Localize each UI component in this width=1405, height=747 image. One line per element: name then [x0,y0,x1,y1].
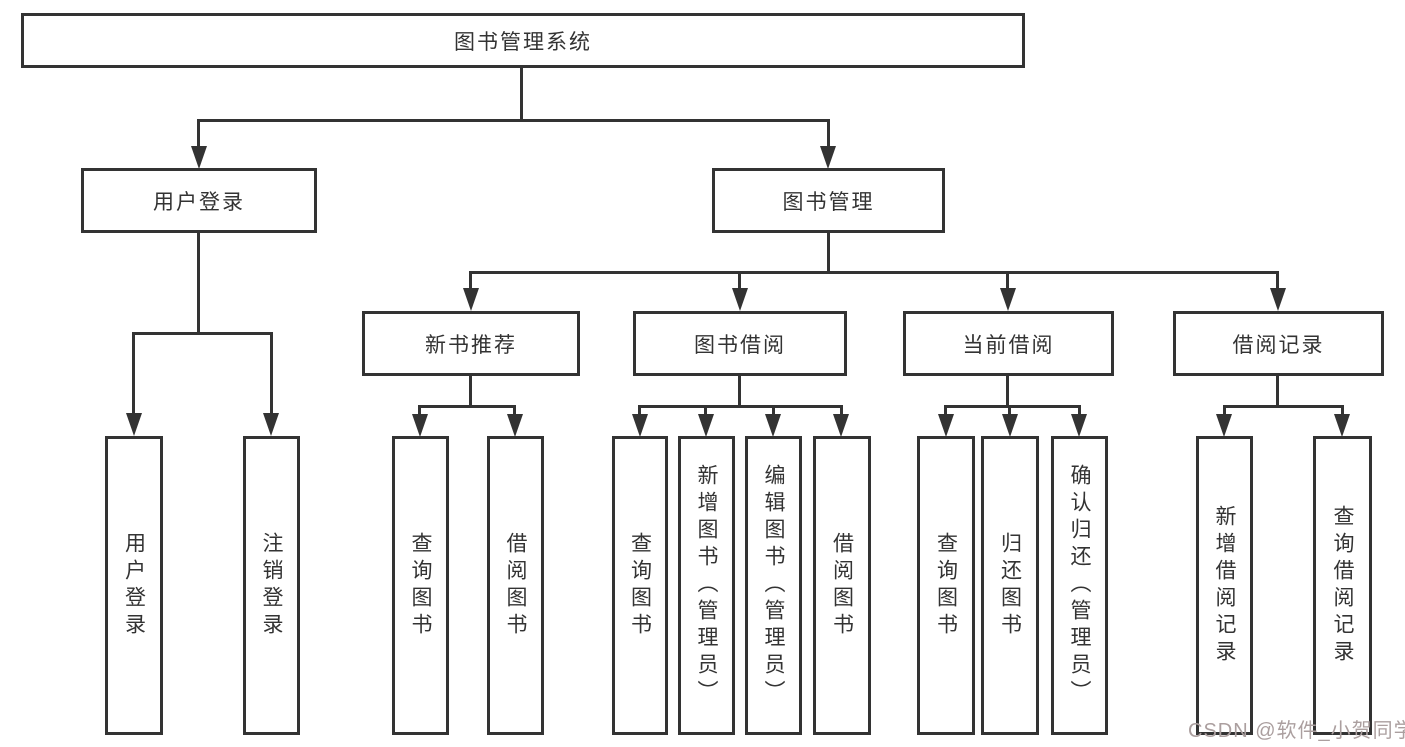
connector-leaf-drop [1078,405,1081,416]
arrowhead-leaf [1216,414,1232,437]
arrowhead-book-borrow [732,288,748,311]
arrowhead-leaf [1002,414,1018,437]
connector-leaf-drop [1008,405,1011,416]
node-root: 图书管理系统 [21,13,1025,68]
arrowhead-leaf [1334,414,1350,437]
leaf-query-books-borrow: 查询图书 [612,436,668,735]
leaf-borrow-books: 借阅图书 [813,436,871,735]
leaf-user-login-label: 用户登录 [122,531,146,640]
arrowhead-leaf [765,414,781,437]
leaf-query-books-current-label: 查询图书 [934,531,958,640]
node-borrow-records: 借阅记录 [1173,311,1384,376]
leaf-add-borrow-record-label: 新增借阅记录 [1213,504,1236,667]
arrowhead-current-borrow [1000,288,1016,311]
leaf-confirm-return-admin-label: 确认归还（管理员） [1068,464,1091,707]
connector-user-login-drop [197,119,200,148]
leaf-query-books-recommend-label: 查询图书 [409,531,432,640]
leaf-query-borrow-record: 查询借阅记录 [1313,436,1372,735]
node-user-login-label: 用户登录 [153,190,245,214]
connector-leaf-drop [638,405,641,416]
arrowhead-new-book [463,288,479,311]
connector-book-borrow-stem [738,374,741,408]
leaf-query-books-recommend: 查询图书 [392,436,449,735]
arrowhead-leaf-logout [263,413,279,436]
connector-leaf-drop [1223,405,1226,416]
connector-leaf-user-login-drop [132,332,135,414]
connector-new-book-hline [418,405,516,408]
connector-book-management-drop [827,119,830,148]
connector-leaf-drop [704,405,707,416]
leaf-return-books-label: 归还图书 [998,531,1022,640]
node-book-borrow-label: 图书借阅 [694,333,786,357]
connector-leaf-drop [1341,405,1344,416]
node-book-management: 图书管理 [712,168,945,233]
node-borrow-records-label: 借阅记录 [1232,333,1325,357]
connector-book-management-stem [827,231,830,273]
leaf-borrow-books-label: 借阅图书 [830,531,854,640]
node-current-borrow-label: 当前借阅 [962,333,1055,357]
node-book-borrow: 图书借阅 [633,311,847,376]
arrowhead-leaf [698,414,714,437]
connector-new-book-stem [469,374,472,408]
leaf-confirm-return-admin: 确认归还（管理员） [1051,436,1108,735]
leaf-add-borrow-record: 新增借阅记录 [1196,436,1253,735]
leaf-user-login: 用户登录 [105,436,163,735]
connector-user-login-stem [197,231,200,335]
connector-borrow-records-drop [1276,271,1279,291]
leaf-return-books: 归还图书 [981,436,1039,735]
leaf-borrow-books-recommend: 借阅图书 [487,436,544,735]
connector-current-borrow-stem [1006,374,1009,408]
arrowhead-leaf [507,414,523,437]
connector-leaf-drop [840,405,843,416]
connector-current-borrow-drop [1006,271,1009,291]
leaf-add-books-admin-label: 新增图书（管理员） [695,464,718,707]
connector-root-stem [520,67,523,122]
connector-user-login-hline [132,332,273,335]
connector-leaf-logout-drop [270,332,273,414]
node-user-login: 用户登录 [81,168,317,233]
connector-leaf-drop [772,405,775,416]
connector-current-borrow-hline [944,405,1081,408]
connector-borrow-records-stem [1276,374,1279,408]
node-root-label: 图书管理系统 [454,30,592,54]
node-new-book-recommend: 新书推荐 [362,311,580,376]
leaf-borrow-books-recommend-label: 借阅图书 [504,531,527,640]
node-new-book-recommend-label: 新书推荐 [425,333,517,357]
node-current-borrow: 当前借阅 [903,311,1114,376]
arrowhead-borrow-records [1270,288,1286,311]
node-book-management-label: 图书管理 [782,190,875,214]
connector-level2-hline [197,119,830,122]
connector-book-borrow-drop [738,271,741,291]
arrowhead-user-login [191,146,207,169]
arrowhead-leaf [412,414,428,437]
arrowhead-leaf [938,414,954,437]
arrowhead-leaf-user-login [126,413,142,436]
connector-leaf-drop [513,405,516,416]
arrowhead-leaf [632,414,648,437]
arrowhead-leaf [833,414,849,437]
connector-borrow-records-hline [1223,405,1344,408]
arrowhead-leaf [1071,414,1087,437]
leaf-query-books-borrow-label: 查询图书 [628,531,652,640]
leaf-logout: 注销登录 [243,436,300,735]
leaf-query-borrow-record-label: 查询借阅记录 [1331,504,1354,667]
connector-leaf-drop [418,405,421,416]
connector-leaf-drop [944,405,947,416]
connector-new-book-drop [469,271,472,291]
leaf-edit-books-admin: 编辑图书（管理员） [745,436,802,735]
arrowhead-book-management [820,146,836,169]
watermark: CSDN @软件_小贺同学 [1188,720,1405,742]
leaf-query-books-current: 查询图书 [917,436,975,735]
leaf-add-books-admin: 新增图书（管理员） [678,436,735,735]
leaf-logout-label: 注销登录 [260,531,283,640]
connector-level3-hline [469,271,1279,274]
leaf-edit-books-admin-label: 编辑图书（管理员） [762,464,785,707]
connector-book-borrow-hline [638,405,843,408]
